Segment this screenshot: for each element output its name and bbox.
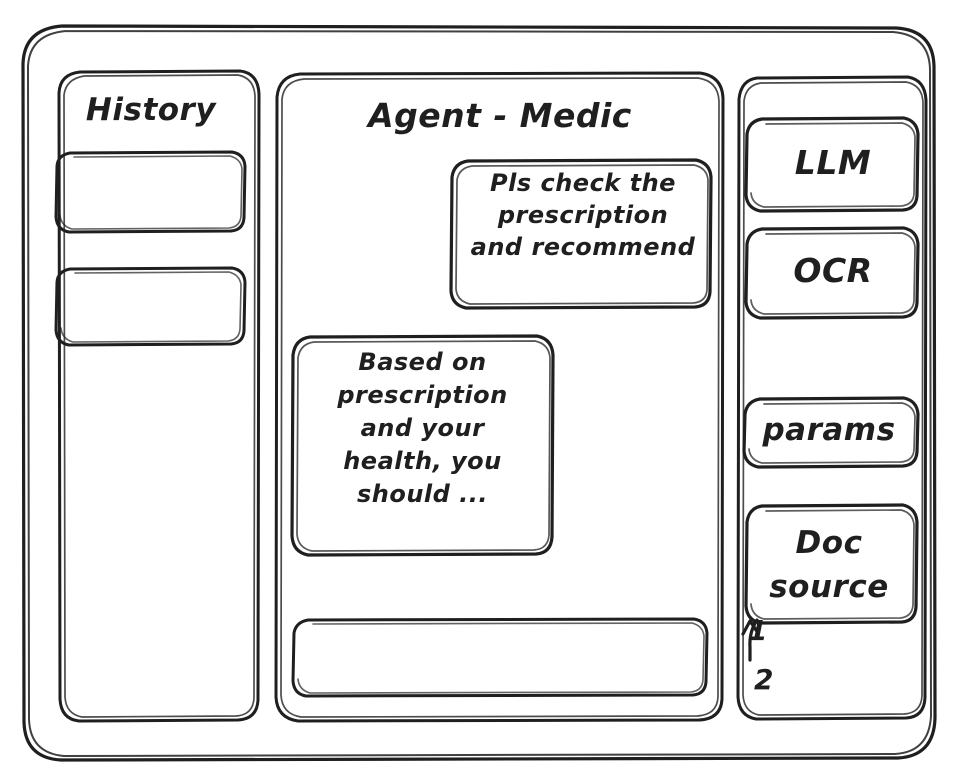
page-title: Agent - Medic bbox=[368, 96, 632, 135]
message-bubble-assistant-text: Based on prescription and your health, y… bbox=[337, 348, 508, 508]
message-bubble-assistant bbox=[292, 336, 553, 555]
settings-params-button[interactable] bbox=[744, 398, 918, 467]
history-list-item-2[interactable] bbox=[56, 268, 245, 345]
settings-params-label: params bbox=[762, 412, 896, 448]
doc-source-item-1[interactable] bbox=[745, 610, 915, 654]
settings-doc-source-button[interactable] bbox=[746, 505, 917, 623]
history-list-item-1[interactable] bbox=[56, 152, 245, 232]
sidebar-left-title: History bbox=[85, 92, 217, 128]
settings-doc-source-label: Doc source bbox=[769, 525, 889, 606]
doc-source-item-1-label: 1 bbox=[748, 614, 768, 647]
message-bubble-user bbox=[451, 160, 711, 308]
tool-ocr-button[interactable] bbox=[746, 228, 918, 318]
composer-input[interactable] bbox=[293, 619, 707, 696]
tool-llm-button[interactable] bbox=[746, 118, 918, 211]
tool-llm-label: LLM bbox=[794, 143, 872, 182]
tool-ocr-label: OCR bbox=[793, 251, 873, 290]
doc-source-item-2[interactable] bbox=[745, 658, 915, 704]
doc-source-item-2-label: 2 bbox=[754, 663, 774, 696]
message-bubble-user-text: Pls check the prescription and recommend bbox=[470, 169, 696, 261]
